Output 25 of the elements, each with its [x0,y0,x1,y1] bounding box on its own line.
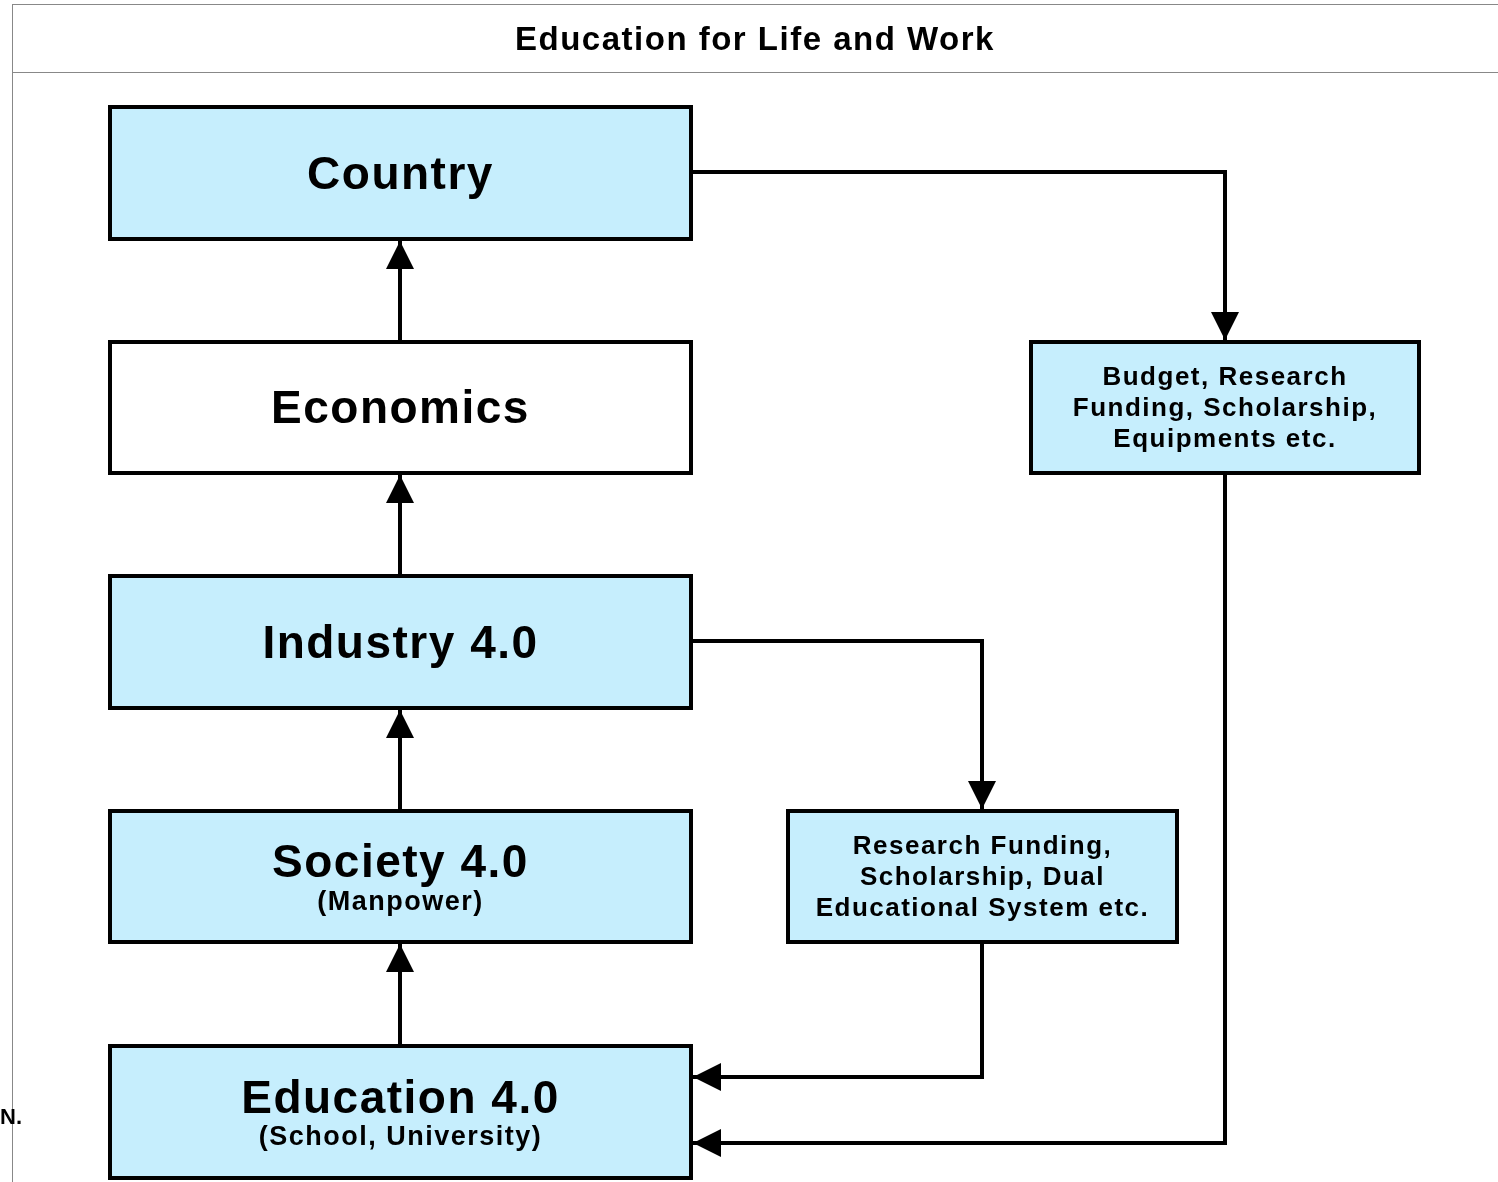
arrow [386,710,414,809]
process-box [108,1044,693,1180]
arrow [693,944,984,1091]
arrow [386,475,414,574]
cut-off-text: N. [0,1104,22,1130]
diagram-title: Education for Life and Work [515,19,995,58]
box-title: Research Funding, Scholarship, Dual Educational System etc. [814,829,1151,924]
arrow [693,170,1239,340]
box-title: Education 4.0 [241,1071,560,1123]
box-title: Economics [271,382,530,433]
process-box [108,105,693,241]
box-title: Budget, Research Funding, Scholarship, Equipments etc. [1071,360,1379,455]
arrow [693,639,996,809]
box-title: Industry 4.0 [262,616,539,668]
box-subtitle: (Manpower) [317,886,484,917]
box-subtitle: (School, University) [258,1122,543,1153]
process-box [1029,340,1421,475]
process-box [108,574,693,710]
arrow [693,475,1227,1157]
arrow [386,944,414,1044]
box-title: Country [307,147,494,199]
process-box [108,340,693,475]
process-box [108,809,693,944]
process-box [786,809,1179,944]
arrow [386,241,414,340]
